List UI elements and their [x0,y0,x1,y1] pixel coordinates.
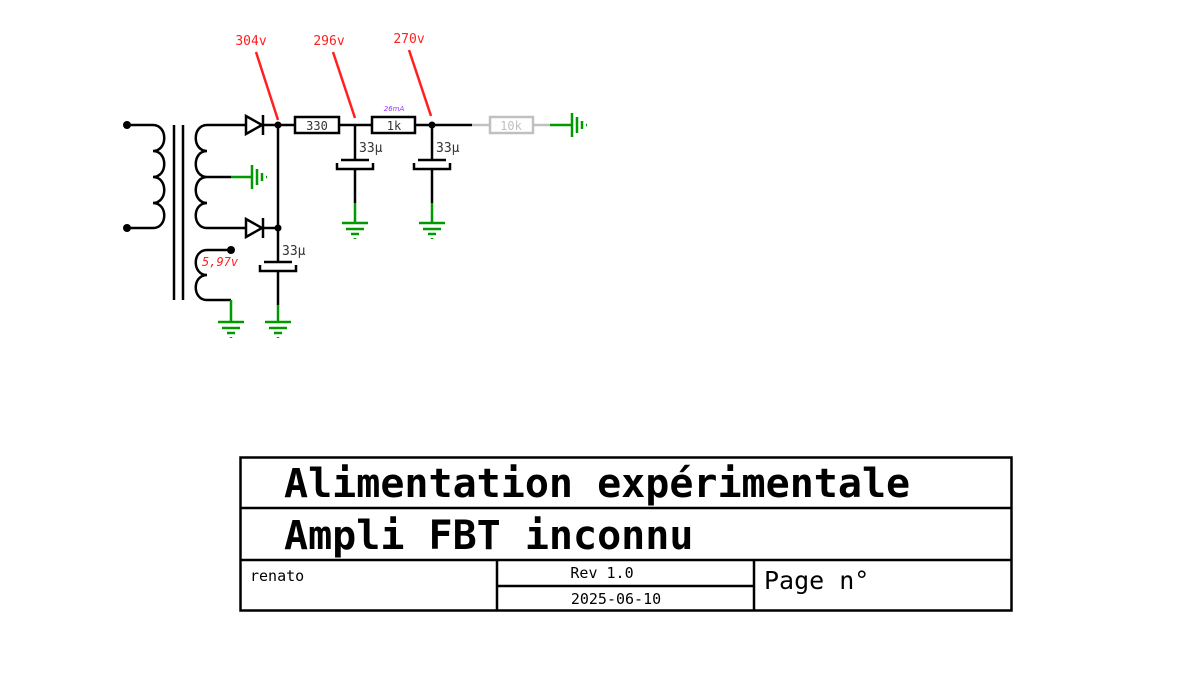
voltage-label: 270v [393,32,424,47]
diode-d1[interactable] [244,113,278,137]
primary-terminal-bottom[interactable] [123,224,131,232]
resistor-r3-disabled[interactable]: 10k [488,115,535,135]
resistor-r1[interactable]: 330 [293,115,341,135]
ground-icon [419,203,445,239]
primary-winding [127,123,166,230]
resistor-r2[interactable]: 1k [370,115,417,135]
capacitor-c2-value: 33µ [436,141,460,156]
capacitor-c1-value: 33µ [359,141,383,156]
title-block-revision: Rev 1.0 [570,564,633,582]
title-block-page: Page n° [764,566,869,595]
voltage-annotation-304v: 304v [235,34,280,121]
ground-icon [550,113,587,137]
junction-dot [274,224,282,232]
junction-dot [274,121,282,129]
secondary-winding [194,123,246,230]
ground-icon [265,305,291,338]
resistor-r2-value: 1k [387,119,402,133]
voltage-label-heater: 5,97v [202,255,239,269]
title-block-date: 2025-06-10 [571,590,661,608]
resistor-r1-value: 330 [306,119,328,133]
diode-d2[interactable] [244,216,278,240]
capacitor-c2[interactable] [412,125,452,203]
resistor-r3-value: 10k [500,119,522,133]
transformer[interactable] [123,121,246,302]
ground-icon [218,300,244,338]
title-block-title: Alimentation expérimentale [284,461,910,507]
voltage-annotation-270v: 270v [393,32,433,117]
title-block: Alimentation expérimentale Ampli FBT inc… [239,456,1013,612]
ground-icon [342,203,368,239]
capacitor-c3-value: 33µ [282,244,306,259]
title-block-subtitle: Ampli FBT inconnu [284,513,693,559]
capacitor-c3[interactable] [258,260,298,305]
current-label: 26mA [384,105,405,113]
heater-terminal[interactable] [227,246,235,254]
capacitor-c1[interactable] [335,125,375,203]
voltage-annotation-296v: 296v [313,34,357,119]
title-block-author: renato [250,567,304,585]
voltage-label: 296v [313,34,344,49]
primary-terminal-top[interactable] [123,121,131,129]
voltage-label: 304v [235,34,266,49]
ground-icon [231,165,267,189]
